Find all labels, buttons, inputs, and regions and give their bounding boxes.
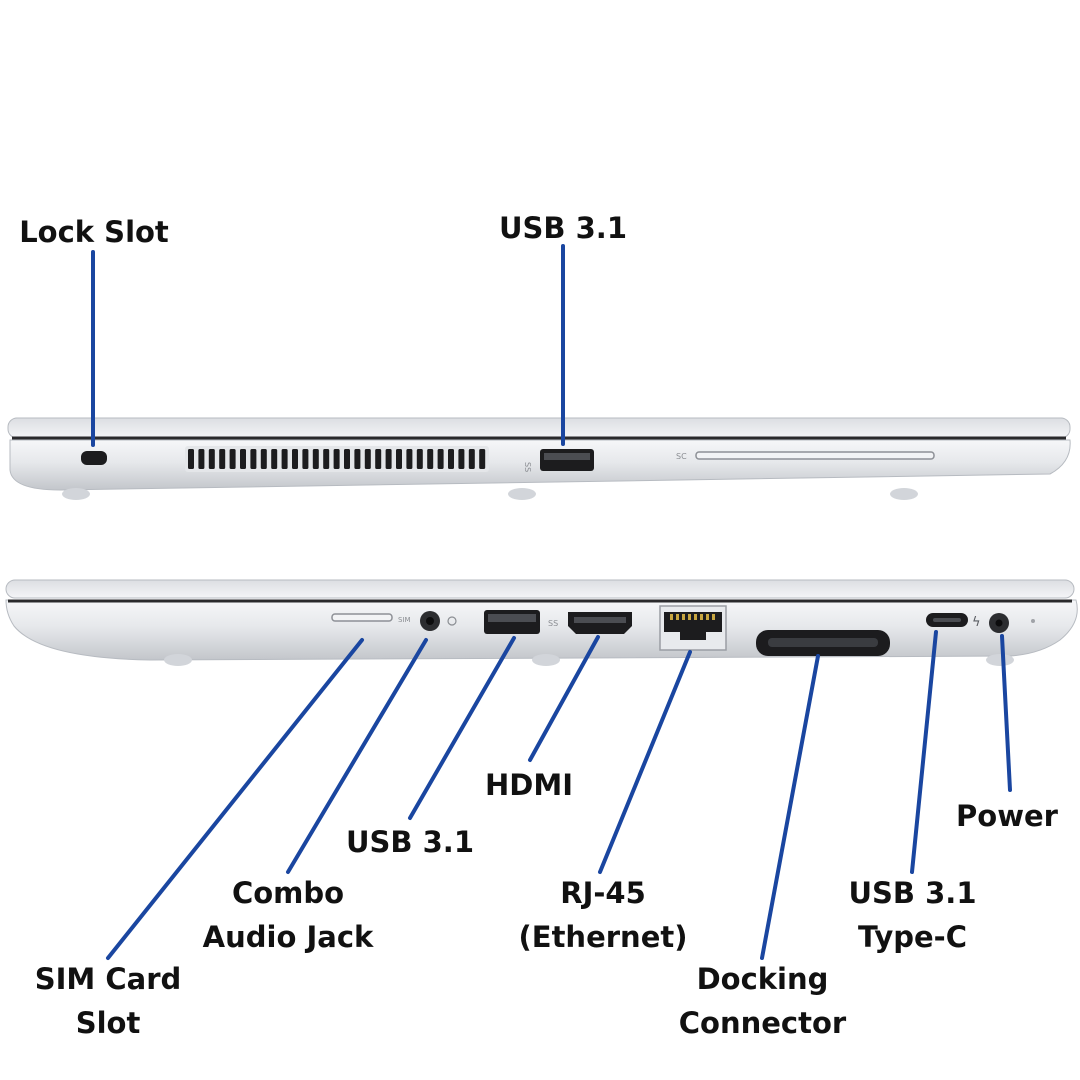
sim-card-slot — [331, 613, 393, 622]
lock-slot — [81, 451, 107, 465]
svg-text:SS: SS — [548, 619, 558, 628]
vent-slat — [448, 449, 454, 469]
label-usb-bottom: USB 3.1 — [345, 825, 474, 859]
svg-text:SS: SS — [523, 462, 532, 472]
vent-slat — [292, 449, 298, 469]
foot — [890, 488, 918, 500]
label-rj45-ethernet: RJ-45 (Ethernet) — [518, 876, 688, 954]
cooling-vent — [185, 446, 489, 472]
right-side-lid — [5, 579, 1075, 599]
rj45-pin — [694, 614, 697, 620]
smart-card-mark: SC — [676, 452, 687, 461]
rj45-pin — [706, 614, 709, 620]
vent-slat — [364, 449, 371, 469]
svg-text:SIM: SIM — [398, 616, 411, 624]
label-docking-connector: Docking Connector — [678, 962, 847, 1040]
thunderbolt-icon: ϟ — [972, 615, 981, 630]
vent-slat — [271, 449, 278, 469]
label-power: Power — [956, 799, 1058, 833]
foot — [532, 654, 560, 666]
label-usb-top: USB 3.1 — [498, 211, 627, 245]
vent-slat — [427, 449, 434, 469]
vent-slat — [302, 449, 309, 469]
vent-slat — [468, 449, 475, 469]
label-hdmi: HDMI — [485, 768, 573, 802]
leader-docking — [760, 654, 820, 960]
rj45-pin — [682, 614, 685, 620]
vent-slat — [219, 449, 226, 469]
leader-power — [1000, 634, 1012, 792]
vent-slat — [437, 449, 444, 469]
right-side-base — [5, 599, 1078, 661]
leader-usb-bottom — [408, 636, 516, 820]
label-combo-audio-jack: Combo Audio Jack — [202, 876, 374, 954]
leader-audio-jack — [286, 638, 428, 874]
label-usb-type-c: USB 3.1 Type-C — [848, 876, 977, 954]
foot — [164, 654, 192, 666]
foot — [508, 488, 536, 500]
left-side-lid — [7, 417, 1071, 439]
leader-lines — [91, 244, 1012, 960]
rj45-pin — [712, 614, 715, 620]
vent-slat — [188, 449, 194, 469]
label-sim-card-slot: SIM Card Slot — [34, 962, 182, 1040]
vent-slat — [375, 449, 382, 469]
vent-slat — [333, 449, 340, 469]
laptop-right-side: SIM SS ϟ — [5, 579, 1078, 666]
leader-hdmi — [528, 635, 600, 762]
label-lock-slot: Lock Slot — [19, 215, 169, 249]
vent-slat — [396, 449, 402, 469]
rj45-pin — [700, 614, 703, 620]
vent-slat — [208, 449, 215, 469]
vent-slat — [240, 449, 246, 469]
vent-slat — [250, 449, 257, 469]
smart-card-slot — [695, 451, 935, 460]
vent-slat — [312, 449, 319, 469]
vent-slat — [458, 449, 465, 469]
vent-slat — [416, 449, 423, 469]
rj45-pin — [688, 614, 691, 620]
vent-slat — [229, 449, 236, 469]
leader-sim-card — [106, 638, 364, 960]
leader-rj45 — [598, 650, 692, 874]
vent-slat — [260, 449, 267, 469]
leader-usb-c — [910, 630, 938, 874]
headphone-icon — [447, 616, 457, 626]
vent-slat — [479, 449, 486, 469]
foot — [986, 654, 1014, 666]
rj45-pin — [676, 614, 679, 620]
vent-slat — [198, 449, 205, 469]
rj45-pin — [670, 614, 673, 620]
foot — [62, 488, 90, 500]
vent-slat — [323, 449, 330, 469]
laptop-left-side: SS SC — [7, 417, 1071, 500]
vent-slat — [281, 449, 288, 469]
vent-slat — [406, 449, 413, 469]
vent-slat — [344, 449, 350, 469]
vent-slat — [354, 449, 361, 469]
vent-slat — [385, 449, 392, 469]
